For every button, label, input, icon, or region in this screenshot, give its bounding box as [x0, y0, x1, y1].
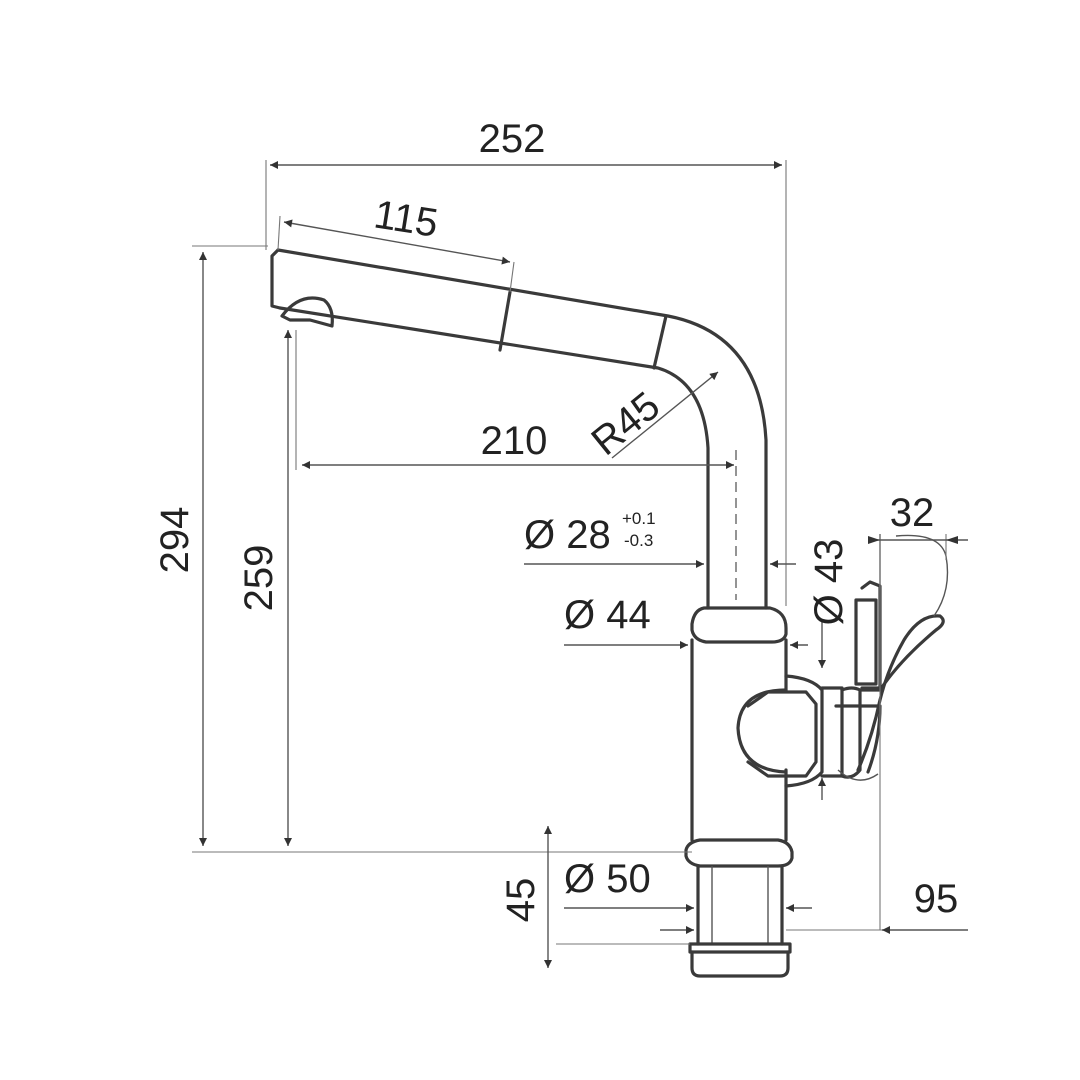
label-spout-length: 115 — [371, 192, 441, 245]
label-spout-reach: 210 — [481, 419, 548, 463]
label-column-tol-lower: -0.3 — [624, 531, 653, 550]
label-total-height: 294 — [153, 507, 197, 574]
faucet-outline — [270, 248, 949, 978]
label-body-diameter: Ø 44 — [564, 593, 651, 637]
label-column-tol-upper: +0.1 — [622, 509, 656, 528]
label-shank-height: 45 — [499, 878, 543, 923]
label-lever-clearance: 95 — [914, 877, 959, 921]
dimension-lines — [192, 160, 968, 968]
label-overall-width: 252 — [479, 117, 546, 161]
label-outlet-height: 259 — [237, 545, 281, 612]
label-lever-width: 32 — [890, 491, 935, 535]
dimension-labels: 252 115 210 R45 Ø 28 +0.1 -0.3 Ø 44 Ø 43… — [153, 117, 958, 922]
label-shank-diameter: Ø 50 — [564, 857, 651, 901]
label-hub-diameter: Ø 43 — [807, 539, 851, 626]
label-column-diameter: Ø 28 — [524, 513, 611, 557]
label-bend-radius: R45 — [583, 384, 668, 464]
